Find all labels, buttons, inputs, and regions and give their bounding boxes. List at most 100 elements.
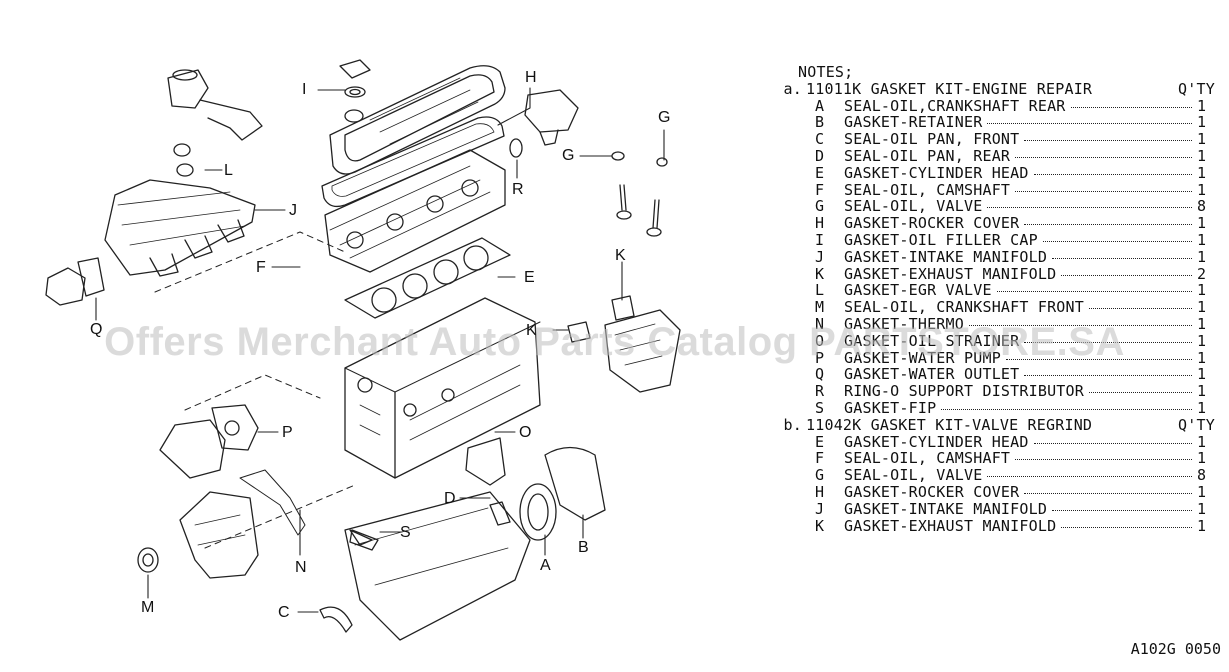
dotted-leader [1024, 140, 1192, 142]
callout-leaders [95, 87, 665, 613]
dotted-leader [1024, 224, 1192, 226]
dotted-leader [987, 123, 1192, 125]
kit-b-qty-header: Q'TY [1178, 415, 1215, 434]
part-quantity: 1 [1197, 163, 1207, 182]
rear-seal-retainer [519, 446, 606, 541]
part-description: GASKET-EXHAUST MANIFOLD [844, 264, 1057, 283]
exhaust-gasket [567, 321, 591, 343]
part-code: E [815, 163, 825, 182]
callout-o: O [519, 424, 532, 441]
dotted-leader [941, 408, 1192, 410]
callout-f: F [256, 259, 266, 276]
callout-l: L [224, 162, 233, 179]
dotted-leader [1015, 459, 1192, 461]
part-quantity: 1 [1197, 365, 1207, 384]
oil-pan [344, 491, 531, 641]
callout-e: E [524, 269, 535, 286]
dotted-leader [1034, 442, 1192, 444]
part-code: P [815, 348, 825, 367]
kit-a-header: a. 11011K GASKET KIT-ENGINE REPAIR Q'TY [772, 80, 1227, 98]
part-quantity: 2 [1197, 264, 1207, 283]
part-description: GASKET-RETAINER [844, 113, 983, 132]
dotted-leader [1052, 257, 1192, 259]
distributor [509, 89, 579, 158]
part-description: GASKET-OIL FILLER CAP [844, 230, 1038, 249]
valves [611, 151, 668, 237]
part-quantity: 1 [1197, 314, 1207, 333]
callout-c: C [278, 604, 290, 621]
part-description: GASKET-CYLINDER HEAD [844, 163, 1029, 182]
part-code: A [815, 96, 825, 115]
callout-g-top: G [658, 109, 671, 126]
part-quantity: 1 [1197, 247, 1207, 266]
dotted-leader [1024, 375, 1192, 377]
engine-gasket-exploded-diagram [45, 59, 681, 641]
kit-b-header: b. 11042K GASKET KIT-VALVE REGRIND Q'TY [772, 415, 1227, 434]
water-outlet [45, 257, 105, 306]
part-description: GASKET-INTAKE MANIFOLD [844, 499, 1048, 518]
part-code: F [815, 449, 825, 468]
part-description: SEAL-OIL PAN, FRONT [844, 130, 1020, 149]
oil-filler-cap [339, 59, 371, 98]
dotted-leader [1061, 274, 1192, 276]
part-quantity: 1 [1197, 432, 1207, 451]
part-description: RING-O SUPPORT DISTRIBUTOR [844, 382, 1084, 401]
part-code: G [815, 197, 825, 216]
egr-valve [167, 69, 263, 177]
part-quantity: 1 [1197, 96, 1207, 115]
part-code: E [815, 432, 825, 451]
engine-block [344, 297, 541, 479]
part-quantity: 1 [1197, 230, 1207, 249]
part-description: GASKET-EGR VALVE [844, 281, 992, 300]
kit-b-title: 11042K GASKET KIT-VALVE REGRIND [806, 415, 1093, 434]
part-quantity: 1 [1197, 499, 1207, 518]
part-quantity: 8 [1197, 466, 1207, 485]
fip-gasket [349, 529, 379, 551]
dotted-leader [1043, 240, 1192, 242]
dotted-leader [1061, 526, 1192, 528]
part-description: SEAL-OIL, VALVE [844, 197, 983, 216]
part-description: SEAL-OIL, CRANKSHAFT FRONT [844, 298, 1084, 317]
dotted-leader [1024, 492, 1192, 494]
part-code: D [815, 146, 825, 165]
callout-d: D [444, 490, 456, 507]
part-code: O [815, 331, 825, 350]
part-description: SEAL-OIL PAN, REAR [844, 146, 1011, 165]
part-quantity: 1 [1197, 482, 1207, 501]
oil-strainer [465, 437, 506, 486]
crank-front-seal [137, 547, 159, 573]
callout-i: I [302, 81, 307, 98]
part-description: GASKET-FIP [844, 398, 937, 417]
parts-list-item: J GASKET-INTAKE MANIFOLD 1 [772, 499, 1227, 518]
part-description: SEAL-OIL, VALVE [844, 466, 983, 485]
callout-s: S [400, 524, 411, 541]
part-code: J [815, 499, 825, 518]
front-cover [179, 469, 306, 579]
part-description: GASKET-THERMO [844, 314, 964, 333]
callout-h: H [525, 69, 537, 86]
part-code: H [815, 482, 825, 501]
callout-r: R [512, 181, 524, 198]
dotted-leader [1052, 509, 1192, 511]
diagram-reference-code: A102G 0050 [1130, 640, 1221, 658]
dotted-leader [1015, 190, 1192, 192]
part-code: B [815, 113, 825, 132]
part-quantity: 1 [1197, 516, 1207, 535]
dotted-leader [1071, 106, 1192, 108]
part-quantity: 1 [1197, 214, 1207, 233]
